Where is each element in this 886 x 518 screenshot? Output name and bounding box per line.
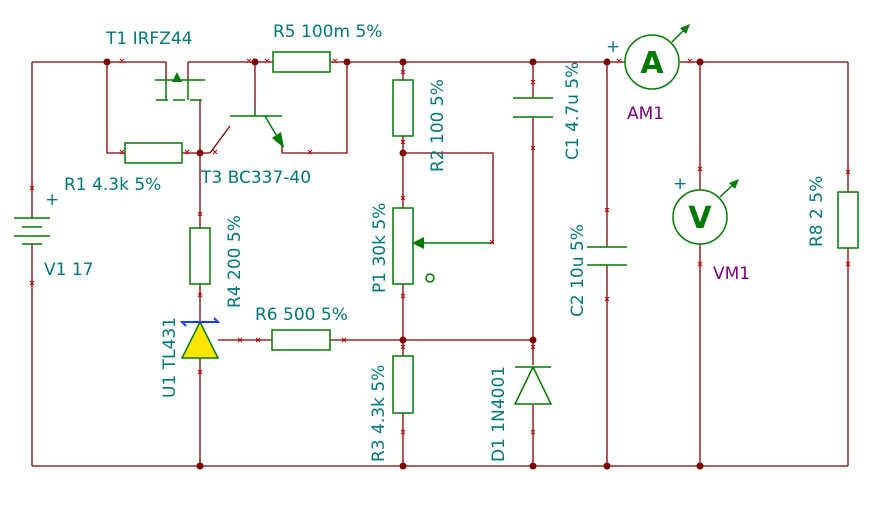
wire-t3-base — [209, 125, 231, 154]
resistor-r5[interactable] — [272, 51, 331, 73]
junction-dot — [399, 462, 407, 470]
capacitor-c2[interactable] — [587, 246, 627, 266]
label-r8: R8 2 5% — [807, 176, 827, 247]
junction-dot — [529, 58, 537, 66]
label-r6: R6 500 5% — [255, 305, 348, 325]
resistor-r8[interactable] — [837, 191, 859, 249]
label-r1: R1 4.3k 5% — [64, 175, 161, 195]
junction-dot — [196, 462, 204, 470]
junction-dot — [529, 336, 537, 344]
label-r3: R3 4.3k 5% — [369, 365, 389, 462]
label-c1: C1 4.7u 5% — [563, 62, 583, 160]
shunt-regulator-u1[interactable] — [179, 317, 221, 359]
junction-dot — [399, 58, 407, 66]
junction-dot — [603, 462, 611, 470]
resistor-r6[interactable] — [271, 329, 331, 351]
junction-dot — [343, 58, 351, 66]
transistor-t3[interactable] — [230, 110, 284, 148]
junction-dot — [399, 149, 407, 157]
resistor-r1[interactable] — [124, 142, 183, 164]
wire-wiper-loop — [403, 152, 494, 243]
label-t1: T1 IRFZ44 — [105, 29, 193, 49]
label-r5: R5 100m 5% — [273, 22, 382, 42]
label-am1: AM1 — [627, 104, 664, 124]
pin-markers — [29, 58, 851, 435]
potentiometer-p1[interactable] — [392, 207, 493, 285]
label-d1: D1 1N4001 — [489, 366, 509, 462]
junction-dot — [196, 149, 204, 157]
resistor-r3[interactable] — [392, 355, 414, 414]
resistor-r2[interactable] — [392, 79, 414, 137]
junction-dot — [696, 58, 704, 66]
battery-plus-mark: + — [45, 190, 59, 210]
wire-t3-emitter — [281, 62, 348, 154]
ammeter-symbol: A — [640, 46, 664, 81]
battery-v1[interactable] — [14, 217, 50, 245]
label-v1: V1 17 — [44, 260, 93, 280]
label-p1: P1 30k 5% — [370, 203, 390, 293]
label-t3: T3 BC337-40 — [200, 168, 311, 188]
label-c2: C2 10u 5% — [568, 224, 588, 317]
ammeter-am1[interactable]: A — [624, 24, 690, 90]
voltmeter-plus-mark: + — [673, 174, 687, 194]
diode-d1[interactable] — [513, 365, 553, 405]
wires — [31, 61, 849, 467]
label-u1: U1 TL431 — [160, 317, 180, 398]
junction-dot — [529, 462, 537, 470]
junction-dot — [696, 462, 704, 470]
junction-dot — [603, 58, 611, 66]
voltmeter-vm1[interactable]: V — [672, 179, 739, 245]
ammeter-plus-mark: + — [606, 37, 620, 57]
wire-r1-left — [106, 62, 125, 154]
junction-dot — [399, 336, 407, 344]
mosfet-t1[interactable] — [155, 72, 206, 101]
label-vm1: VM1 — [713, 264, 750, 284]
junction-dot — [251, 58, 259, 66]
label-r2: R2 100 5% — [428, 79, 448, 172]
label-r4: R4 200 5% — [225, 215, 245, 308]
voltmeter-symbol: V — [688, 201, 712, 236]
capacitor-c1[interactable] — [513, 97, 553, 118]
resistor-r4[interactable] — [189, 227, 211, 285]
junction-dot — [103, 58, 111, 66]
